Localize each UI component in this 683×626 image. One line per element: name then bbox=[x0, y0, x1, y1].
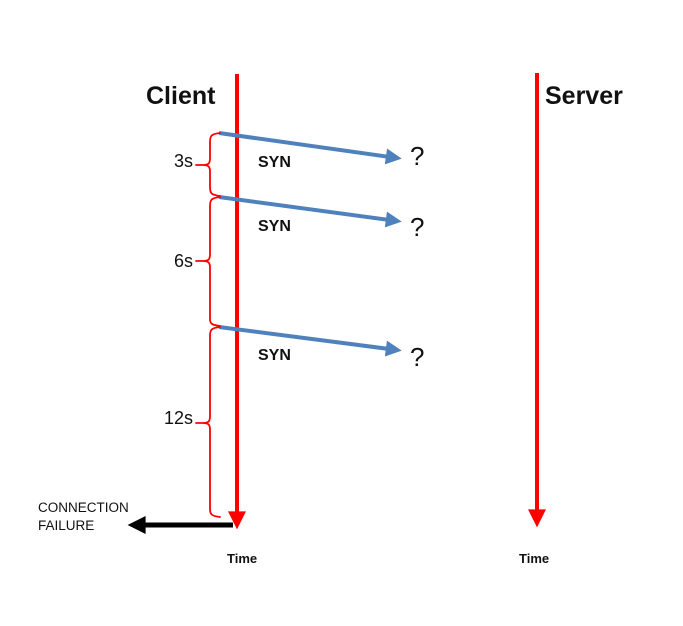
timeout-brace-3s bbox=[195, 132, 221, 197]
server-lifeline-label: Server bbox=[545, 82, 623, 110]
client-lifeline-label: Client bbox=[146, 82, 216, 110]
timeout-brace-12s bbox=[195, 326, 221, 518]
syn-arrow-2 bbox=[218, 195, 402, 228]
syn-message-label-1: SYN bbox=[258, 154, 291, 171]
syn-arrow-3 bbox=[218, 325, 402, 357]
timeout-label-12s: 12s bbox=[163, 408, 193, 428]
connection-failure-label: CONNECTION FAILURE bbox=[38, 500, 129, 534]
no-response-question-2: ? bbox=[410, 212, 425, 242]
client-time-axis-label: Time bbox=[227, 551, 258, 566]
syn-message-label-3: SYN bbox=[258, 347, 291, 364]
syn-arrow-1 bbox=[218, 131, 402, 165]
timeout-label-6s: 6s bbox=[173, 251, 193, 271]
server-time-axis-label: Time bbox=[519, 551, 550, 566]
syn-message-label-2: SYN bbox=[258, 218, 291, 235]
no-response-question-3: ? bbox=[410, 342, 425, 372]
timeout-label-3s: 3s bbox=[173, 151, 193, 171]
timeout-brace-6s bbox=[195, 196, 221, 327]
no-response-question-1: ? bbox=[410, 141, 425, 171]
